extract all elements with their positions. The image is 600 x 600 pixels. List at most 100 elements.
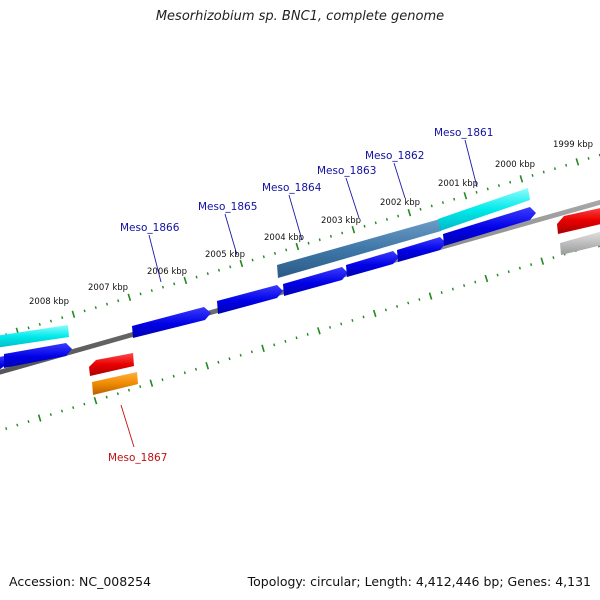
gene-label-meso-1865[interactable]: Meso_1865: [198, 201, 257, 213]
ruler-minor-tick: [150, 289, 153, 293]
ruler-minor-tick: [474, 280, 477, 284]
highlighted-feature[interactable]: [277, 219, 441, 278]
reverse-feature-right[interactable]: [557, 206, 600, 234]
ruler-minor-tick: [105, 395, 108, 399]
pseudo-feature-right[interactable]: [560, 229, 600, 255]
ruler-major-tick: [351, 225, 356, 234]
ruler-major-tick: [407, 208, 412, 217]
cds-meso-1868[interactable]: [4, 343, 72, 368]
gene-label-meso-1861[interactable]: Meso_1861: [434, 127, 493, 139]
ruler-minor-tick: [195, 275, 198, 279]
ruler-minor-tick: [60, 409, 64, 413]
ruler-label-2000: 2000 kbp: [495, 160, 535, 170]
ruler-label-2001: 2001 kbp: [438, 179, 478, 189]
feature-track-upper: [0, 188, 530, 348]
ruler-minor-tick: [542, 170, 545, 174]
ruler-labels: 1999 kbp 2000 kbp 2001 kbp 2002 kbp 2003…: [29, 140, 593, 307]
ruler-minor-tick: [94, 306, 97, 310]
ruler-minor-tick: [396, 305, 399, 308]
ruler-major-tick: [127, 293, 132, 302]
cds-meso-1862[interactable]: [397, 237, 446, 262]
ruler-minor-tick: [139, 385, 142, 389]
gene-label-meso-1866[interactable]: Meso_1866: [120, 222, 180, 234]
ruler-minor-tick: [117, 299, 120, 303]
gene-labels: Meso_1861 Meso_1862 Meso_1863 Meso_1864 …: [108, 127, 493, 464]
ruler-minor-tick: [509, 180, 512, 184]
ruler-minor-tick: [194, 367, 198, 371]
cds-meso-1864[interactable]: [283, 267, 348, 296]
cds-meso-1863[interactable]: [346, 251, 399, 277]
ruler-label-2004: 2004 kbp: [264, 233, 304, 243]
ruler-minor-tick: [173, 282, 176, 286]
accession-label: Accession: NC_008254: [9, 574, 152, 589]
ruler-major-tick: [183, 276, 188, 285]
ruler-minor-tick: [496, 273, 499, 277]
feature-track-reverse: [89, 206, 600, 395]
ruler-minor-tick: [61, 316, 64, 320]
ruler-minor-tick: [285, 248, 288, 252]
reverse-feature-meso-1867[interactable]: [92, 372, 138, 395]
ruler-minor-tick: [587, 157, 590, 160]
ruler-minor-tick: [295, 336, 298, 340]
ruler-minor-tick: [262, 255, 265, 259]
ruler-minor-tick: [83, 309, 86, 313]
ruler-minor-tick: [385, 218, 388, 221]
ruler-minor-tick: [374, 221, 377, 225]
ruler-minor-tick: [183, 371, 186, 375]
ruler-major-tick: [540, 257, 545, 265]
ruler-minor-tick: [161, 378, 164, 382]
ruler-label-2002: 2002 kbp: [380, 198, 420, 208]
ruler-minor-tick: [451, 287, 454, 291]
ruler-label-2003: 2003 kbp: [321, 216, 361, 226]
ruler-minor-tick: [83, 402, 86, 406]
cds-meso-1861[interactable]: [443, 207, 536, 246]
ruler-major-tick: [295, 242, 300, 251]
ruler-minor-tick: [273, 251, 277, 255]
ruler-minor-tick: [49, 413, 52, 416]
ruler-minor-tick: [497, 184, 500, 187]
ruler-minor-tick: [239, 353, 242, 357]
ruler-minor-tick: [172, 374, 175, 378]
ruler-minor-tick: [552, 256, 555, 260]
ruler-minor-tick: [329, 234, 332, 238]
rna-feature-left[interactable]: [0, 325, 69, 348]
cds-meso-1865[interactable]: [217, 285, 283, 314]
ruler-minor-tick: [27, 326, 30, 330]
ruler-minor-tick: [553, 167, 556, 171]
ruler-minor-tick: [38, 322, 41, 326]
ruler-minor-tick: [351, 318, 354, 322]
rna-feature-meso-1861[interactable]: [438, 188, 530, 231]
gene-label-meso-1867[interactable]: Meso_1867: [108, 452, 167, 464]
gene-label-meso-1864[interactable]: Meso_1864: [262, 182, 322, 194]
map-title: Mesorhizobium sp. BNC1, complete genome: [155, 9, 445, 24]
ruler-minor-tick: [441, 201, 444, 204]
cds-meso-1866[interactable]: [132, 307, 211, 338]
ruler-minor-tick: [306, 332, 309, 336]
ruler-major-tick: [261, 344, 265, 353]
ruler-minor-tick: [139, 292, 142, 296]
ruler-minor-tick: [161, 285, 165, 289]
ruler-minor-tick: [453, 197, 456, 201]
ruler-minor-tick: [27, 420, 30, 424]
ruler-minor-tick: [407, 301, 410, 305]
gene-label-meso-1863[interactable]: Meso_1863: [317, 165, 376, 177]
ruler-major-tick: [239, 259, 244, 268]
ruler-minor-tick: [341, 231, 344, 235]
ruler-minor-tick: [565, 163, 568, 167]
ruler-label-2005: 2005 kbp: [205, 250, 245, 260]
gene-label-meso-1862[interactable]: Meso_1862: [365, 150, 424, 162]
reverse-feature-meso-1867a[interactable]: [89, 353, 134, 376]
ruler-major-tick: [428, 292, 433, 300]
ruler-minor-tick: [384, 308, 387, 312]
feature-track-cds[interactable]: [0, 207, 536, 373]
cds-edge-left[interactable]: [0, 356, 7, 373]
ruler-label-2006: 2006 kbp: [147, 267, 187, 277]
ruler-minor-tick: [250, 350, 253, 354]
ruler-major-tick: [317, 327, 321, 335]
ruler-minor-tick: [127, 388, 131, 392]
ruler-minor-tick: [475, 190, 478, 194]
ruler-minor-tick: [507, 270, 510, 274]
ruler-minor-tick: [72, 406, 75, 410]
ruler-minor-tick: [440, 291, 443, 295]
